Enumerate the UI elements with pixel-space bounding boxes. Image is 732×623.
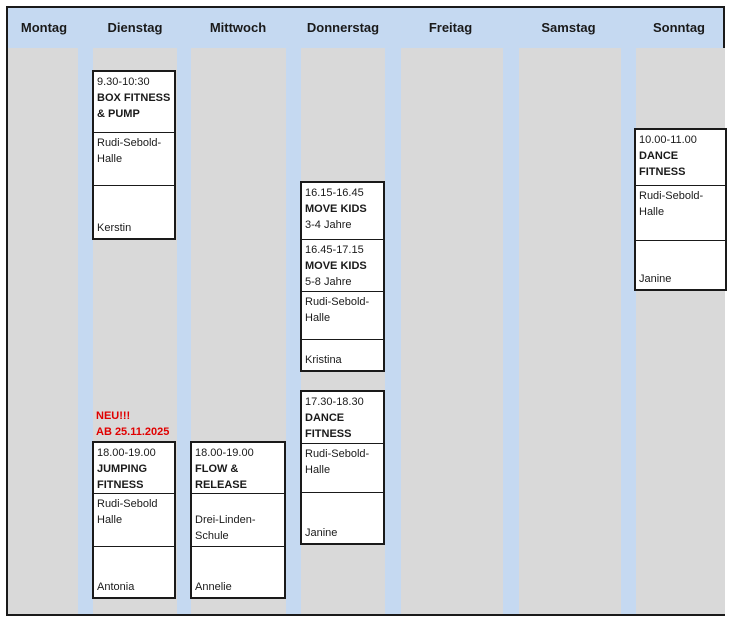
course-time: 10.00-11.00 [639,134,697,146]
course-age-group: 3-4 Jahre [305,219,352,231]
course-age-group: 5-8 Jahre [305,276,352,288]
course-location-cell: Rudi-Sebold-Halle [94,132,174,185]
course-title: DANCE FITNESS [305,412,352,440]
course-location: Rudi-Sebold-Halle [305,296,370,324]
course-card-dance-fitness-sonntag[interactable]: 10.00-11.00 DANCE FITNESS Rudi-Sebold-Ha… [634,128,727,291]
course-card-move-kids[interactable]: 16.15-16.45 MOVE KIDS 3-4 Jahre 16.45-17… [300,181,385,372]
day-header-montag: Montag [20,20,68,35]
course-location-cell: Rudi-Sebold-Halle [302,291,383,339]
course-location: Rudi-Sebold-Halle [305,448,370,476]
course-trainer: Annelie [195,581,232,593]
course-trainer-cell: Antonia [94,546,174,597]
day-column-samstag [519,48,621,614]
course-card-flow-release[interactable]: 18.00-19.00 FLOW & RELEASE Drei-Linden-S… [190,441,286,599]
course-trainer-cell: Janine [302,492,383,543]
course-title: BOX FITNESS & PUMP [97,92,171,120]
course-card-dance-fitness-donnerstag[interactable]: 17.30-18.30 DANCE FITNESS Rudi-Sebold-Ha… [300,390,385,545]
course-time: 16.15-16.45 [305,187,364,199]
course-time: 16.45-17.15 [305,244,364,256]
course-trainer-cell: Kerstin [94,185,174,238]
course-title: JUMPING FITNESS [97,463,148,491]
day-header-samstag: Samstag [541,20,596,35]
course-header-move-kids-2: 16.45-17.15 MOVE KIDS 5-8 Jahre [302,239,383,291]
day-header-freitag: Freitag [428,20,473,35]
course-trainer: Antonia [97,581,135,593]
course-trainer: Kerstin [97,222,132,234]
course-card-jumping-fitness[interactable]: 18.00-19.00 JUMPING FITNESS Rudi-Sebold … [92,441,176,599]
course-time: 18.00-19.00 [97,447,156,459]
course-time: 17.30-18.30 [305,396,364,408]
course-location-cell: Rudi-Sebold-Halle [302,443,383,492]
day-header-donnerstag: Donnerstag [306,20,380,35]
course-trainer-cell: Janine [636,240,725,289]
course-location-cell: Drei-Linden-Schule [192,493,284,546]
weekly-schedule: Montag Dienstag Mittwoch Donnerstag Frei… [6,6,727,616]
course-trainer: Janine [639,273,672,285]
day-header-dienstag: Dienstag [107,20,163,35]
course-trainer: Kristina [305,354,342,366]
course-header: 18.00-19.00 FLOW & RELEASE [192,443,284,493]
course-header: 9.30-10:30 BOX FITNESS & PUMP [94,72,174,132]
course-header: 17.30-18.30 DANCE FITNESS [302,392,383,443]
day-header-mittwoch: Mittwoch [209,20,267,35]
course-header: 18.00-19.00 JUMPING FITNESS [94,443,174,493]
course-header: 10.00-11.00 DANCE FITNESS [636,130,725,185]
course-title: MOVE KIDS [305,203,367,215]
course-time: 9.30-10:30 [97,76,150,88]
new-course-note: NEU!!! AB 25.11.2025 [96,408,169,440]
course-trainer: Janine [305,527,338,539]
course-time: 18.00-19.00 [195,447,254,459]
course-location-cell: Rudi-Sebold-Halle [636,185,725,240]
course-location: Rudi-Sebold-Halle [97,137,162,165]
course-title: MOVE KIDS [305,260,367,272]
day-header-sonntag: Sonntag [653,20,705,35]
day-column-freitag [401,48,503,614]
course-location: Rudi-Sebold Halle [97,498,158,526]
new-label: NEU!!! [96,410,131,422]
course-card-box-fitness[interactable]: 9.30-10:30 BOX FITNESS & PUMP Rudi-Sebol… [92,70,176,240]
course-title: FLOW & RELEASE [195,463,247,491]
course-location: Drei-Linden-Schule [195,514,256,542]
course-title: DANCE FITNESS [639,150,686,178]
day-column-montag [8,48,78,614]
course-location: Rudi-Sebold-Halle [639,190,704,218]
course-location-cell: Rudi-Sebold Halle [94,493,174,546]
course-trainer-cell: Kristina [302,339,383,370]
course-header-move-kids-1: 16.15-16.45 MOVE KIDS 3-4 Jahre [302,183,383,239]
start-date-label: AB 25.11.2025 [96,426,170,438]
course-trainer-cell: Annelie [192,546,284,597]
